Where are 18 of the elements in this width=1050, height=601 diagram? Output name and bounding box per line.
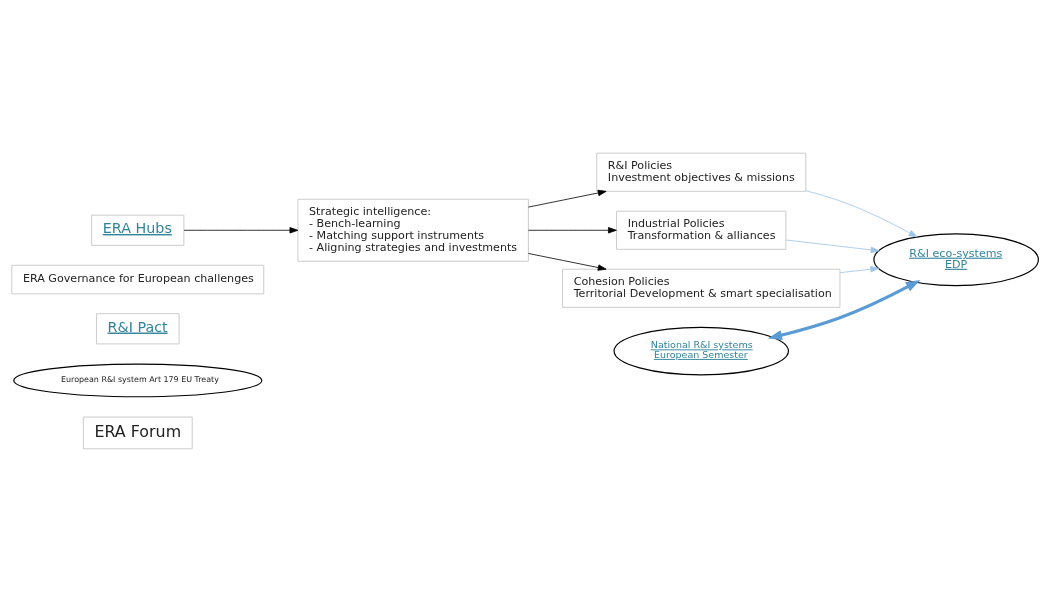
arrow: [528, 252, 607, 271]
node-box: ERA Governance for European challenges: [11, 264, 265, 294]
node-box: Strategic intelligence: - Bench-learning - Matching support instruments - Aligning strategies and investments: [297, 198, 529, 262]
node-box: Industrial Policies Transformation & alliances: [616, 210, 787, 250]
arrow: [528, 189, 607, 207]
node-box: R&I Policies Investment objectives & missions: [596, 152, 807, 192]
node-ellipse: European R&I system Art 179 EU Treaty: [13, 363, 263, 397]
node-box: R&I Pact: [96, 312, 180, 344]
arrow: [805, 189, 918, 237]
arrow: [183, 226, 299, 233]
arrow: [839, 265, 880, 273]
arrow: [785, 239, 880, 253]
arrow: [767, 279, 921, 340]
node-box: ERA Forum: [82, 416, 193, 449]
arrow: [528, 226, 617, 233]
node-box: ERA Hubs: [91, 214, 185, 246]
node-ellipse: R&I eco-systems EDP: [873, 232, 1039, 286]
node-box: Cohesion Policies Territorial Development & smart specialisation: [562, 268, 841, 308]
